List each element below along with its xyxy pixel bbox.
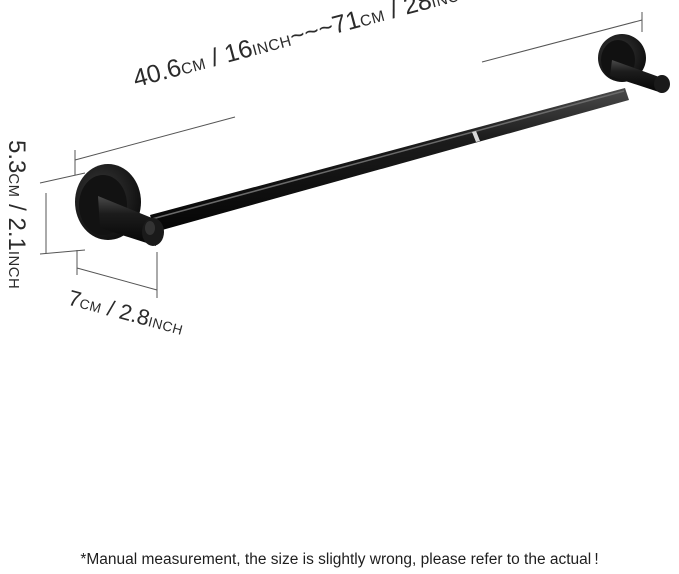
left-mount [75, 164, 164, 246]
length-line-left [74, 116, 236, 161]
height-label: 5.3CM / 2.1INCH [3, 140, 30, 290]
disclaimer-text: *Manual measurement, the size is slightl… [80, 551, 599, 568]
towel-bar [150, 88, 629, 232]
height-extension-bottom [39, 249, 86, 255]
bar-main [150, 88, 629, 232]
length-line-right [481, 19, 643, 63]
depth-line [76, 267, 158, 291]
dimension-lines [39, 12, 643, 298]
right-mount [598, 34, 670, 93]
bar-joint [472, 131, 480, 142]
height-extension-top [39, 172, 86, 184]
bar-highlight [151, 90, 625, 220]
